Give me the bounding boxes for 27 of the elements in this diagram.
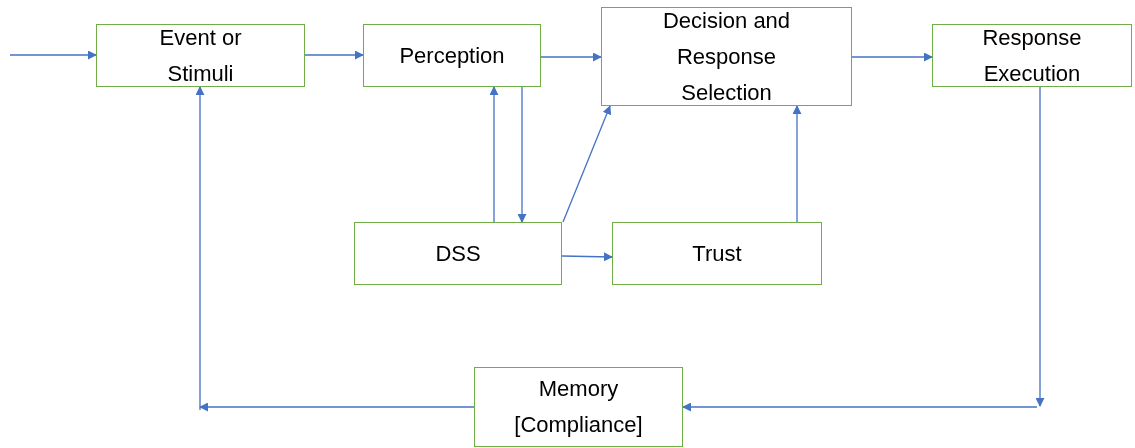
arrow	[682, 402, 1038, 412]
arrow	[517, 86, 527, 223]
process-box	[612, 222, 822, 285]
arrow	[561, 252, 613, 262]
process-box	[363, 24, 541, 87]
box-label: DSS	[435, 239, 481, 268]
box-label: Decision and Response Selection	[661, 6, 792, 107]
arrow	[540, 52, 602, 62]
box-label: Memory [Compliance]	[513, 375, 644, 439]
arrow	[195, 86, 205, 411]
box-label: Perception	[399, 41, 505, 70]
box-label: Event or Stimuli	[158, 23, 243, 88]
process-box	[474, 367, 683, 447]
arrow	[562, 105, 612, 223]
arrow	[1035, 86, 1045, 407]
arrow	[199, 402, 475, 412]
process-box	[96, 24, 305, 87]
arrow	[851, 52, 933, 62]
process-box	[354, 222, 562, 285]
process-box	[601, 7, 852, 106]
process-box	[932, 24, 1132, 87]
arrow	[304, 50, 364, 60]
arrow	[489, 86, 499, 223]
arrow	[9, 50, 97, 60]
box-label: Trust	[692, 239, 742, 268]
box-label: Response Execution	[981, 23, 1083, 88]
arrow	[792, 105, 802, 223]
